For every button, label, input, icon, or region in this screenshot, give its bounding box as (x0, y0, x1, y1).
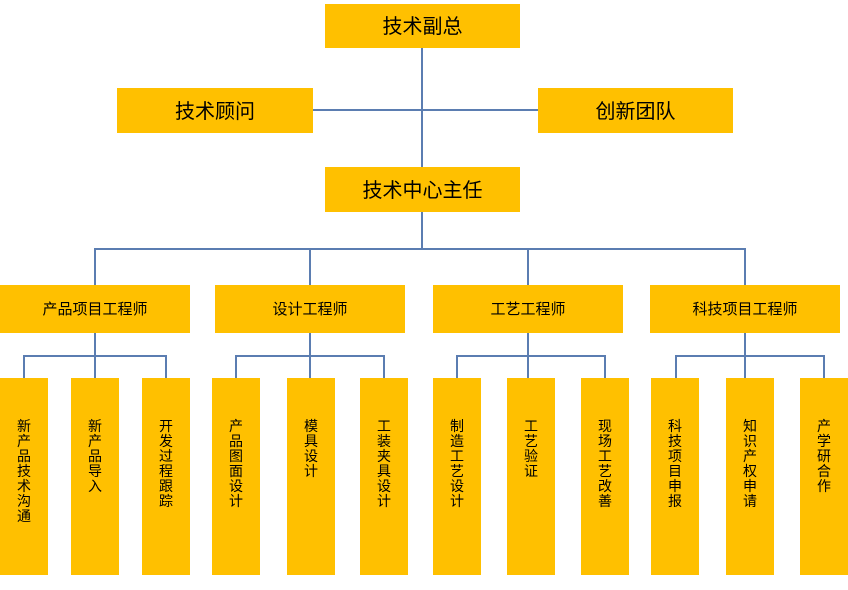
connector-child-drop (604, 355, 606, 378)
connector-group-bus (456, 355, 606, 357)
duty-label: 制造工艺设计 (450, 419, 464, 510)
org-node-duty: 产品图面设计 (212, 378, 260, 575)
connector-child-drop (165, 355, 167, 378)
connector-child-drop (235, 355, 237, 378)
org-node-director: 技术中心主任 (325, 167, 520, 212)
org-node-duty: 产学研合作 (800, 378, 848, 575)
org-node-duty: 工艺验证 (507, 378, 555, 575)
org-node-duty: 制造工艺设计 (433, 378, 481, 575)
connector-dept-drop (527, 248, 529, 285)
duty-label: 新产品导入 (88, 419, 102, 495)
connector-main-bus (94, 248, 746, 250)
duty-label: 现场工艺改善 (598, 419, 612, 510)
duty-label: 产学研合作 (817, 419, 831, 495)
connector-child-drop (383, 355, 385, 378)
duty-label: 工艺验证 (524, 419, 538, 480)
org-node-root: 技术副总 (325, 4, 520, 48)
duty-label: 开发过程跟踪 (159, 419, 173, 510)
org-node-dept-tech-project: 科技项目工程师 (650, 285, 840, 333)
connector-root-director (421, 48, 423, 167)
connector-child-drop (823, 355, 825, 378)
connector-group-bus (23, 355, 167, 357)
connector-child-drop (675, 355, 677, 378)
duty-label: 模具设计 (304, 419, 318, 480)
org-node-dept-process: 工艺工程师 (433, 285, 623, 333)
connector-dept-drop (309, 248, 311, 285)
org-node-dept-product-project: 产品项目工程师 (0, 285, 190, 333)
connector-group-bus (675, 355, 825, 357)
org-node-duty: 模具设计 (287, 378, 335, 575)
org-node-duty: 科技项目申报 (651, 378, 699, 575)
org-node-duty: 工装夹具设计 (360, 378, 408, 575)
duty-label: 知识产权申请 (743, 419, 757, 510)
duty-label: 产品图面设计 (229, 419, 243, 510)
connector-group-bus (235, 355, 385, 357)
org-node-dept-design: 设计工程师 (215, 285, 405, 333)
connector-dept-drop (744, 248, 746, 285)
duty-label: 新产品技术沟通 (17, 419, 31, 525)
org-node-duty: 新产品技术沟通 (0, 378, 48, 575)
connector-child-drop (23, 355, 25, 378)
connector-director-bus (421, 212, 423, 250)
org-node-duty: 新产品导入 (71, 378, 119, 575)
duty-label: 科技项目申报 (668, 419, 682, 510)
org-node-duty: 开发过程跟踪 (142, 378, 190, 575)
org-node-staff-right: 创新团队 (538, 88, 733, 133)
connector-dept-drop (94, 248, 96, 285)
org-node-duty: 现场工艺改善 (581, 378, 629, 575)
connector-child-drop (456, 355, 458, 378)
org-node-duty: 知识产权申请 (726, 378, 774, 575)
org-node-staff-left: 技术顾问 (117, 88, 313, 133)
duty-label: 工装夹具设计 (377, 419, 391, 510)
connector-staff-crossbar (313, 109, 538, 111)
